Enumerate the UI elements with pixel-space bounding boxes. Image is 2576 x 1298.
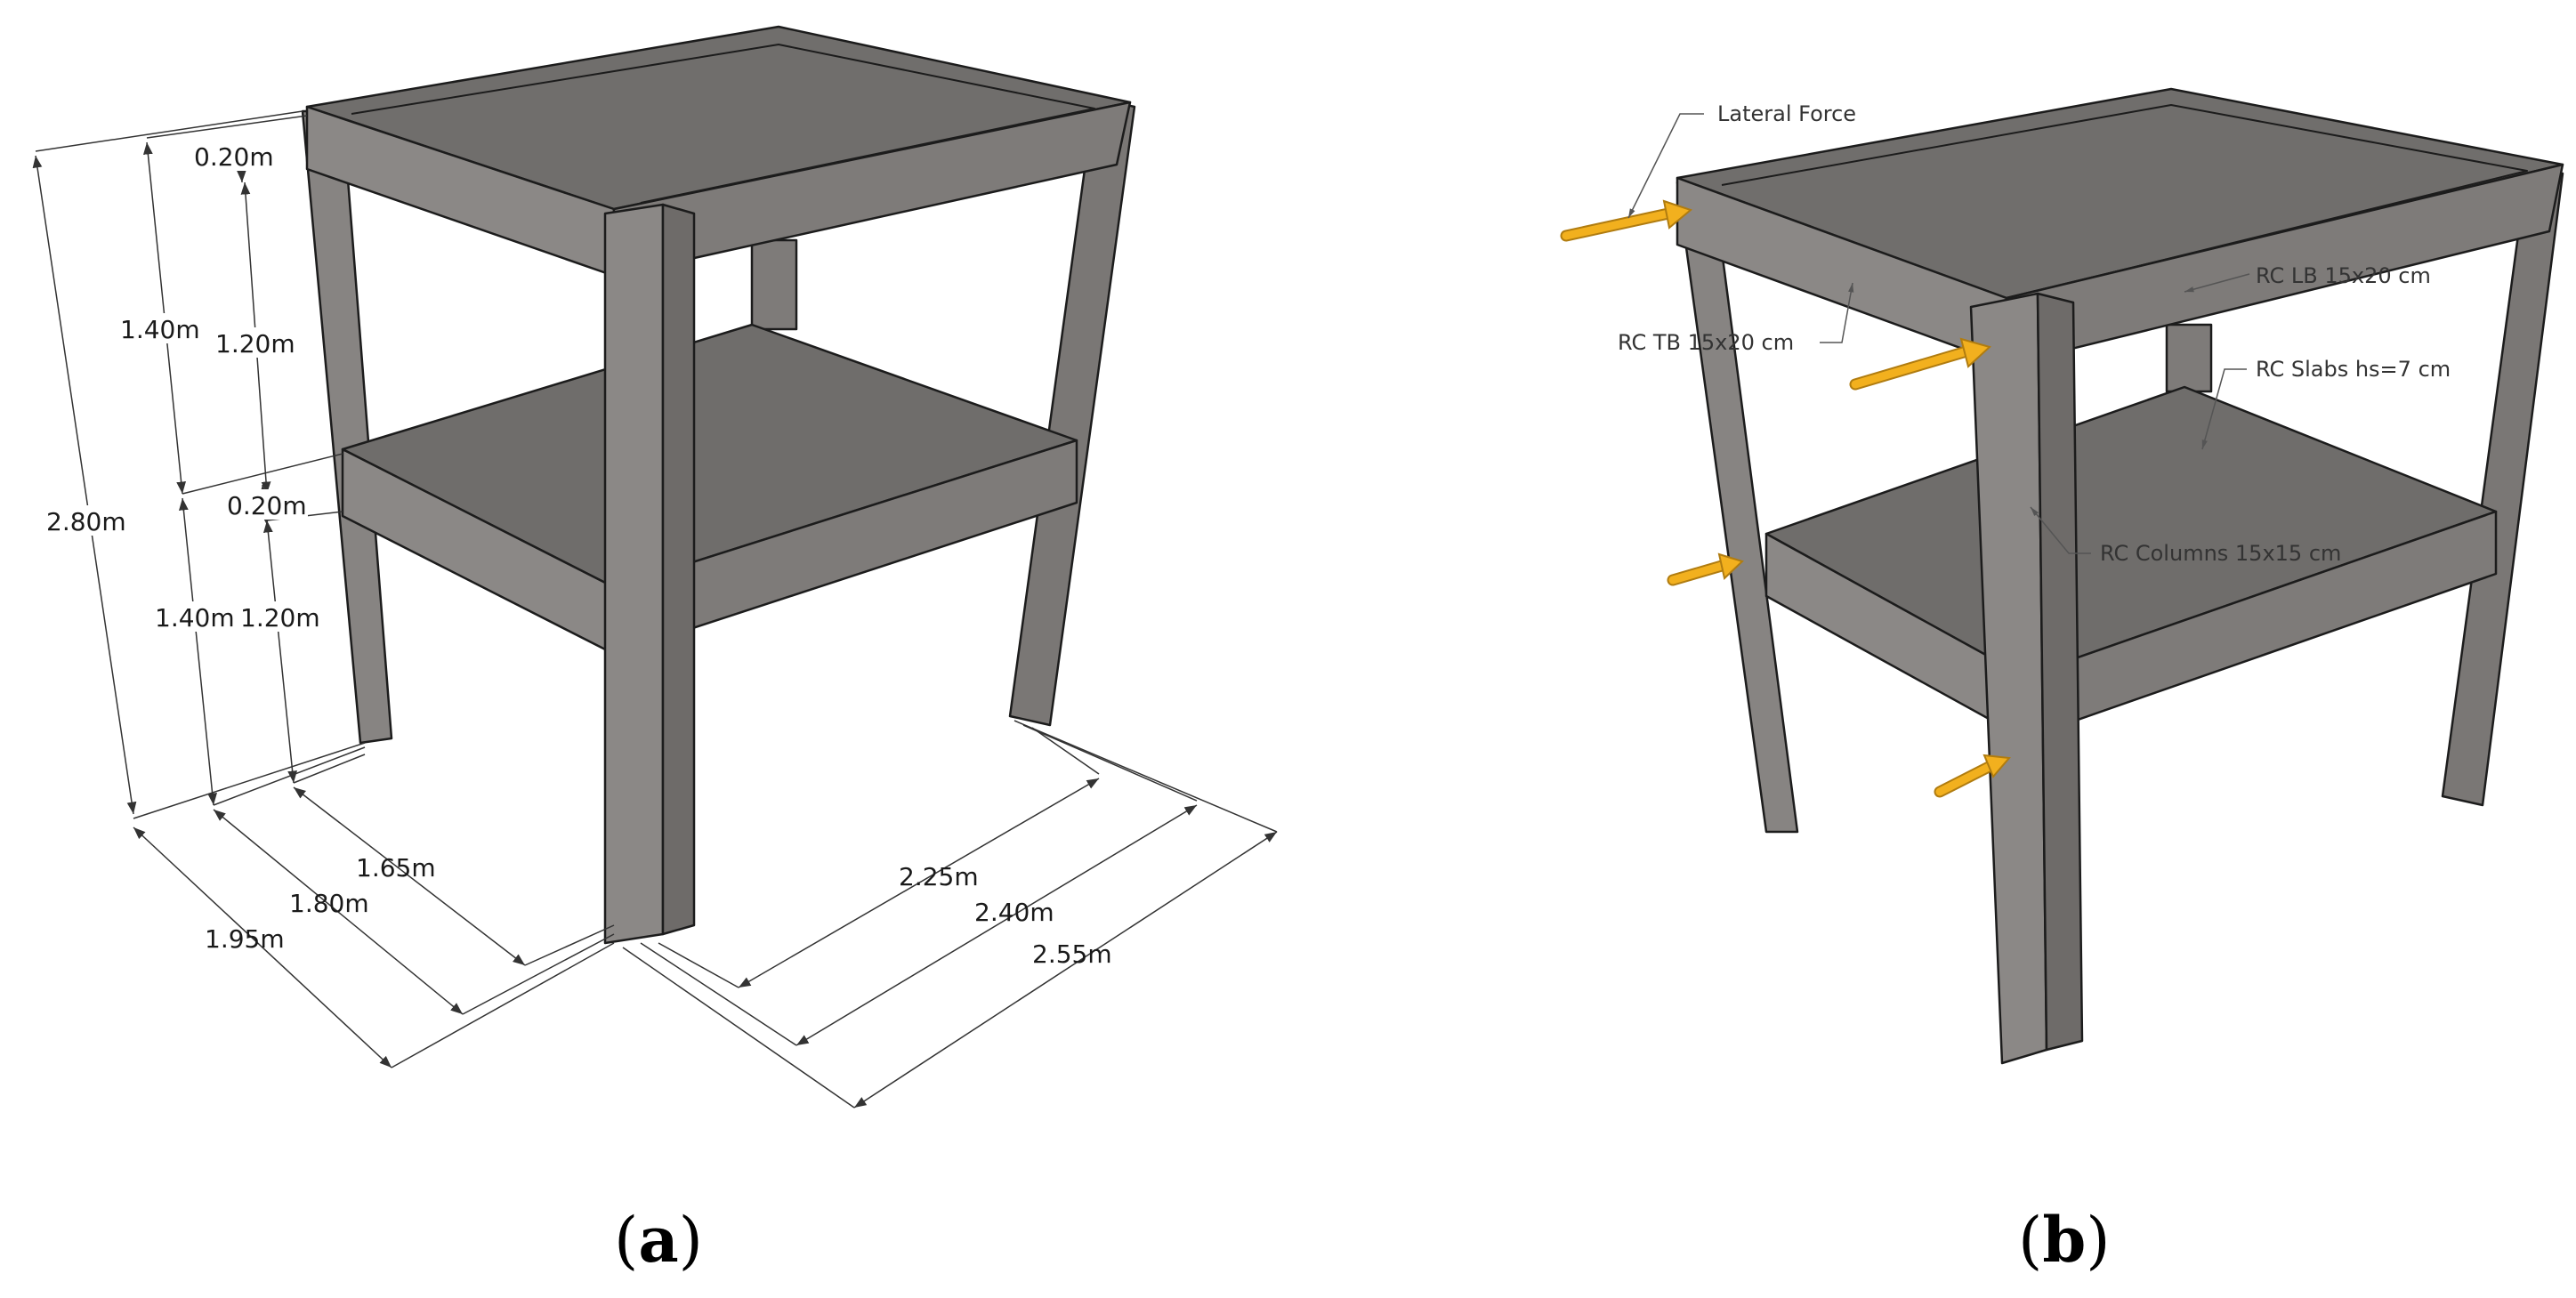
leader-rc-slabs [2201,368,2247,450]
panel-b-structure [1676,87,2564,1065]
dim-width-inner [738,778,1100,988]
dim-total-height [32,155,137,815]
panel-a-dimension-lines [32,110,1278,1109]
leader-rc-tb [1820,282,1854,343]
ext-front-2 [462,933,615,1015]
label-slab-mid: 0.20m [227,491,307,520]
ext-right-1 [1013,720,1278,833]
label-rc-lb: RC LB 15x20 cm [2256,263,2431,288]
column-rear-mid [750,238,798,331]
ext-front-6 [658,942,739,988]
ext-base-1 [133,742,366,819]
label-lateral-force: Lateral Force [1717,101,1856,126]
ext-base-3 [293,754,366,784]
label-depth-outer: 1.95m [205,924,285,954]
label-storey-upper: 1.40m [120,315,200,344]
label-rc-tb: RC TB 15x20 cm [1618,330,1794,355]
force-arrow-top-front [1849,337,1991,391]
label-clear-lower: 1.20m [240,603,320,633]
label-rc-slabs: RC Slabs hs=7 cm [2256,357,2451,382]
ext-top-1 [35,110,303,152]
ext-front-3 [524,924,615,966]
label-slab-top: 0.20m [194,142,274,172]
dim-depth-inner [293,786,526,966]
panel-a-structure [301,25,1136,945]
ext-mid [182,453,343,495]
panel-b-labels: Lateral Force RC LB 15x20 cm RC TB 15x20… [1618,101,2451,566]
label-width-mid: 2.40m [974,898,1054,927]
label-width-outer: 2.55m [1032,939,1112,969]
force-arrow-mid-front [1934,754,2011,798]
b-column-front-side [2036,292,2084,1052]
label-depth-inner: 1.65m [356,853,436,883]
label-width-inner: 2.25m [899,862,979,891]
ext-base-2 [213,746,366,806]
ext-front-4 [622,947,855,1109]
label-storey-lower: 1.40m [155,603,235,633]
label-total-height: 2.80m [46,507,126,536]
caption-b-letter: b [2042,1203,2087,1277]
column-front-face [603,203,665,945]
ext-top-2 [146,115,308,139]
caption-b-open: ( [2018,1204,2043,1277]
label-depth-mid: 1.80m [289,889,369,918]
b-column-rear-mid [2165,323,2213,393]
panel-a-dimension-labels: 0.20m 1.40m 1.20m 0.20m 2.80m 1.40m 1.20… [44,141,1112,969]
label-rc-columns: RC Columns 15x15 cm [2100,541,2341,566]
ext-front-1 [391,942,615,1068]
ext-right-3 [1031,727,1100,775]
column-back-right [1008,96,1136,727]
caption-b-close: ) [2086,1204,2111,1277]
caption-a-close: ) [678,1204,703,1277]
label-clear-upper: 1.20m [215,329,295,359]
ext-right-2 [1022,724,1198,802]
dim-clear-lower [262,520,298,784]
force-arrow-mid-left [1667,552,1744,586]
b-column-back-right [2441,167,2564,807]
caption-a: (a) [614,1203,703,1277]
dim-storey-lower [178,497,218,806]
column-front-side [661,203,696,936]
column-back-left [301,109,393,745]
lateral-force-arrows [1560,199,2011,798]
caption-b: (b) [2018,1203,2111,1277]
caption-a-open: ( [614,1204,639,1277]
leader-rc-lb [2184,273,2250,293]
ext-front-5 [640,942,797,1046]
leader-lateral-force [1627,113,1704,219]
caption-a-letter: a [638,1203,679,1277]
leader-rc-columns [2030,506,2091,554]
panel-b-leader-lines [1627,113,2250,554]
force-arrow-top-left [1560,199,1693,242]
